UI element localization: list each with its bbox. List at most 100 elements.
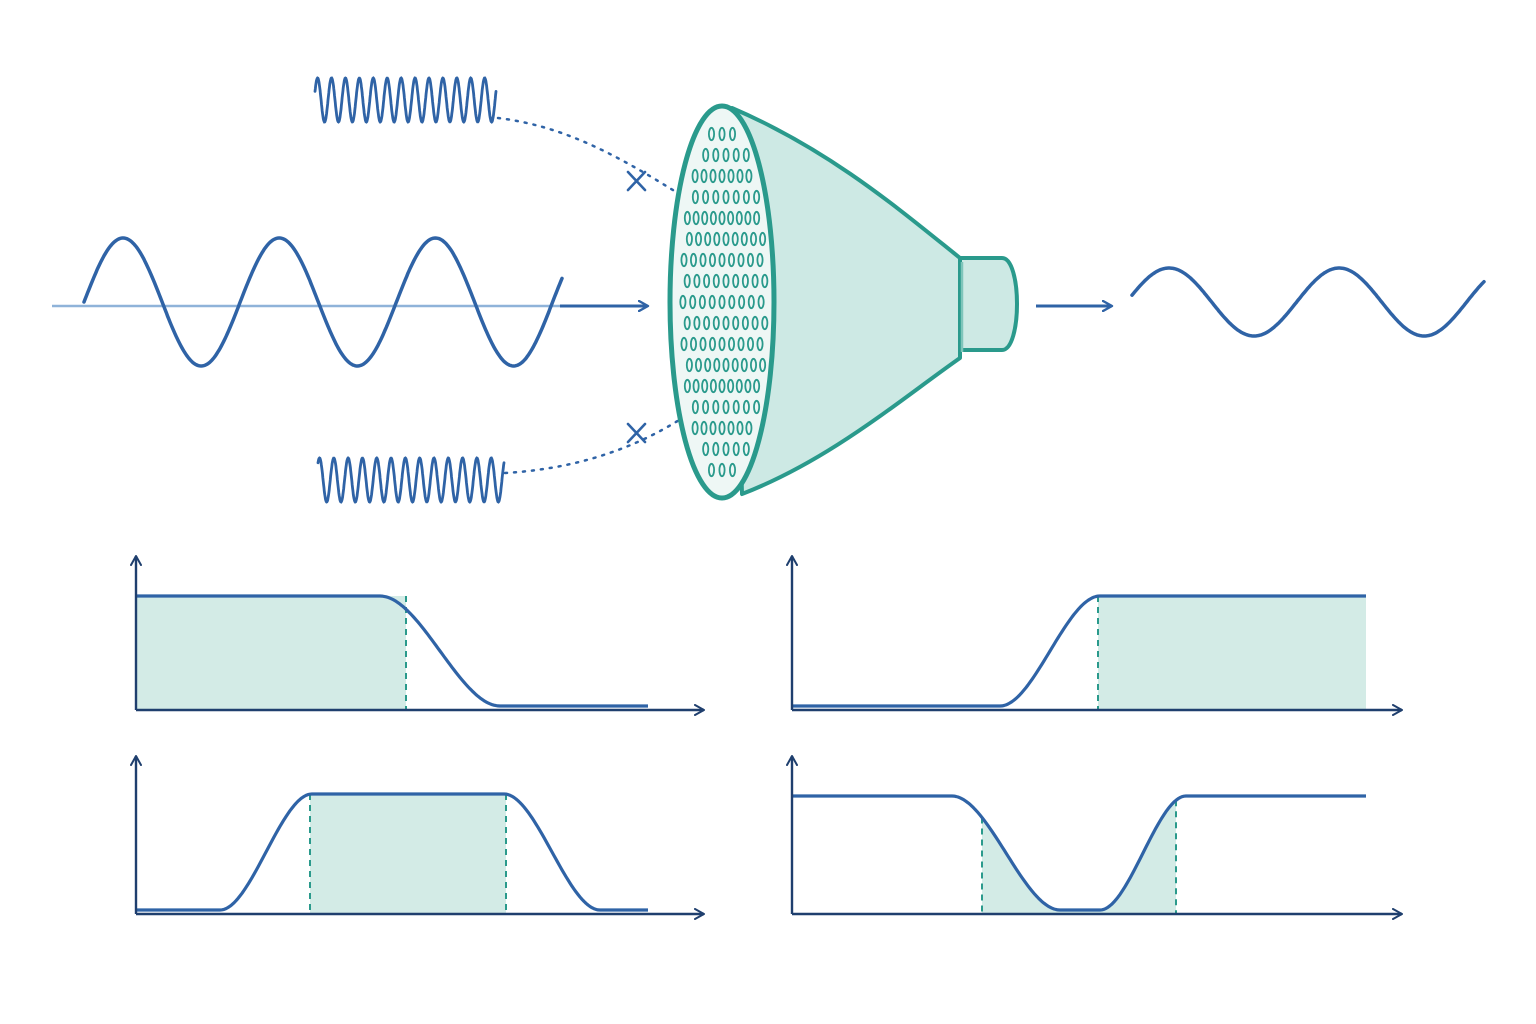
- mesh-hole: [737, 252, 745, 268]
- response-chart-low-pass: [130, 555, 705, 716]
- mesh-hole: [709, 210, 717, 226]
- mesh-hole: [718, 168, 726, 184]
- mesh-hole: [702, 399, 710, 415]
- mesh-hole: [747, 252, 755, 268]
- mesh-hole: [689, 294, 697, 310]
- mesh-hole: [718, 126, 726, 142]
- mesh-hole: [761, 315, 769, 331]
- response-chart-band-pass: [130, 755, 705, 920]
- mesh-hole: [709, 336, 717, 352]
- mesh-hole: [732, 399, 740, 415]
- response-curve: [792, 594, 1366, 708]
- mesh-hole: [713, 231, 721, 247]
- response-curve: [136, 792, 648, 912]
- response-curve: [792, 794, 1366, 912]
- mesh-hole: [712, 189, 720, 205]
- mesh-hole: [690, 336, 698, 352]
- mesh-hole: [679, 294, 687, 310]
- mesh-hole: [761, 273, 769, 289]
- funnel-filter-icon: [667, 103, 1019, 501]
- mesh-hole: [753, 189, 761, 205]
- mesh-hole: [685, 231, 693, 247]
- mesh-hole: [683, 378, 691, 394]
- mesh-hole: [740, 231, 748, 247]
- mesh-hole: [718, 378, 726, 394]
- mesh-hole: [692, 378, 700, 394]
- response-curve: [136, 594, 648, 708]
- mesh-hole: [722, 273, 730, 289]
- response-chart-band-stop: [786, 755, 1403, 920]
- passband-shade: [136, 596, 406, 710]
- mesh-hole: [718, 210, 726, 226]
- mesh-hole: [728, 336, 736, 352]
- mesh-hole: [692, 210, 700, 226]
- mesh-hole: [744, 378, 752, 394]
- output-signal-wave: [1130, 266, 1486, 338]
- filter-response-charts: [130, 555, 1403, 920]
- mesh-hole: [695, 357, 703, 373]
- mesh-hole: [691, 168, 699, 184]
- mesh-hole: [722, 315, 730, 331]
- filter-mesh-holes: [679, 126, 769, 478]
- mesh-hole: [712, 441, 720, 457]
- mesh-hole: [700, 168, 708, 184]
- mesh-hole: [759, 357, 767, 373]
- mesh-hole: [709, 420, 717, 436]
- mesh-hole: [731, 357, 739, 373]
- mesh-hole: [722, 441, 730, 457]
- mesh-hole: [708, 462, 716, 478]
- mesh-hole: [680, 336, 688, 352]
- mesh-hole: [693, 315, 701, 331]
- filter-spout: [958, 256, 1019, 352]
- noise-signal-bottom: [316, 456, 506, 504]
- mesh-hole: [759, 231, 767, 247]
- passband-shade: [982, 800, 1176, 914]
- input-signal-wave: [82, 236, 564, 368]
- mesh-hole: [698, 294, 706, 310]
- mesh-hole: [703, 315, 711, 331]
- mesh-hole: [744, 210, 752, 226]
- mesh-hole: [709, 252, 717, 268]
- mesh-hole: [727, 420, 735, 436]
- mesh-hole: [735, 378, 743, 394]
- mesh-hole: [709, 378, 717, 394]
- mesh-hole: [742, 399, 750, 415]
- mesh-hole: [722, 189, 730, 205]
- mesh-hole: [702, 441, 710, 457]
- mesh-hole: [712, 315, 720, 331]
- mesh-hole: [718, 294, 726, 310]
- mesh-hole: [753, 399, 761, 415]
- mesh-hole: [685, 357, 693, 373]
- filter-cone-body: [730, 106, 962, 496]
- mesh-hole: [708, 126, 716, 142]
- mesh-hole: [745, 420, 753, 436]
- mesh-hole: [722, 357, 730, 373]
- mesh-hole: [708, 294, 716, 310]
- mesh-hole: [680, 252, 688, 268]
- mesh-hole: [699, 336, 707, 352]
- mesh-hole: [701, 378, 709, 394]
- mesh-hole: [732, 189, 740, 205]
- mesh-hole: [727, 378, 735, 394]
- mesh-hole: [741, 315, 749, 331]
- mesh-hole: [738, 294, 746, 310]
- mesh-hole: [736, 420, 744, 436]
- mesh-hole: [751, 273, 759, 289]
- noise-path-bottom: [503, 390, 720, 475]
- mesh-hole: [695, 231, 703, 247]
- mesh-hole: [722, 399, 730, 415]
- mesh-hole: [742, 147, 750, 163]
- mesh-hole: [718, 462, 726, 478]
- mesh-hole: [702, 147, 710, 163]
- mesh-hole: [729, 126, 737, 142]
- mesh-hole: [732, 315, 740, 331]
- mesh-hole: [735, 210, 743, 226]
- mesh-hole: [740, 357, 748, 373]
- mesh-hole: [736, 168, 744, 184]
- passband-shade: [1098, 596, 1366, 710]
- mesh-hole: [701, 210, 709, 226]
- filter-scene: [52, 76, 1486, 504]
- mesh-hole: [750, 357, 758, 373]
- mesh-hole: [722, 147, 730, 163]
